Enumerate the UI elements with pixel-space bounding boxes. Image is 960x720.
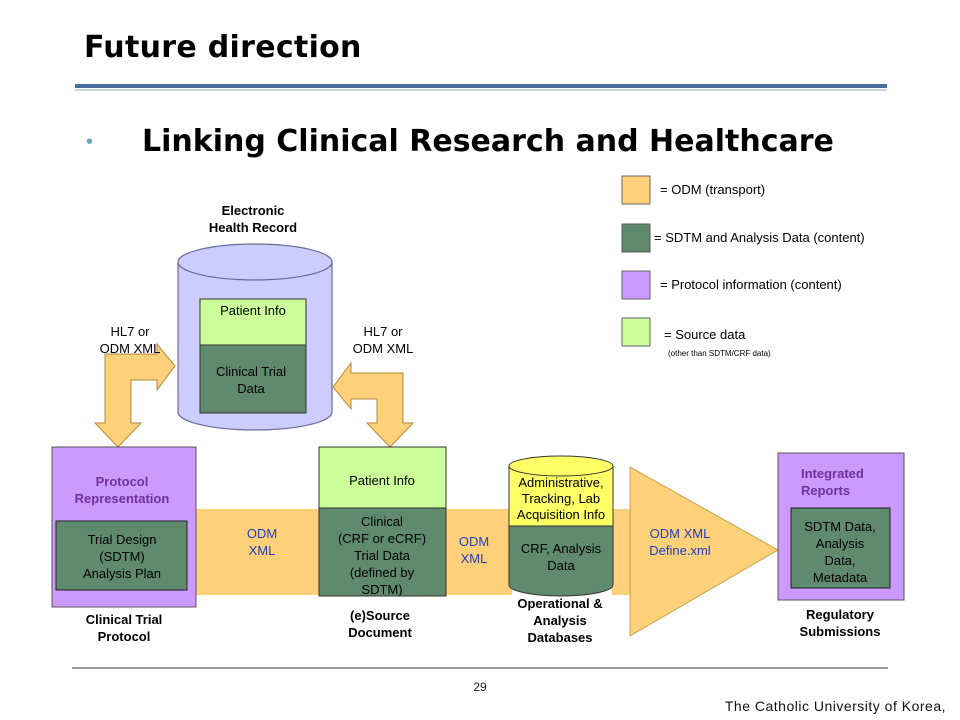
legend-swatch-sdtm — [621, 223, 651, 253]
legend: = ODM (transport) = SDTM and Analysis Da… — [621, 175, 865, 358]
db-caption-line3: Databases — [527, 630, 592, 645]
hl7-left-line2: ODM XML — [100, 341, 161, 356]
db-body-bottom — [508, 525, 614, 597]
db-top-line1: Administrative, — [518, 475, 603, 490]
ehr-clinical-line1: Clinical Trial — [216, 364, 286, 379]
ehr-patient-info-box — [199, 298, 307, 346]
reports-inner — [790, 507, 891, 589]
slide-subtitle: Linking Clinical Research and Healthcare — [142, 124, 834, 159]
protocol-inner-line1: Trial Design — [88, 532, 157, 547]
left-exchange-arrow — [93, 342, 176, 448]
ehr-title-line2: Health Record — [209, 220, 297, 235]
bullet-dot: • — [86, 131, 94, 153]
protocol-inner-line3: Analysis Plan — [83, 566, 161, 581]
page-number: 29 — [473, 680, 487, 694]
db-top-line3: Acquisition Info — [517, 507, 605, 522]
legend-label-protocol: = Protocol information (content) — [660, 277, 842, 292]
reports-inner-line4: Metadata — [813, 570, 868, 585]
source-line1: Clinical — [361, 514, 403, 529]
odm-label-3a: ODM XML — [650, 526, 711, 541]
flow-band-3 — [612, 509, 632, 595]
odm-label-2b: XML — [461, 551, 488, 566]
source-line3: Trial Data — [354, 548, 411, 563]
slide-title: Future direction — [84, 30, 362, 65]
source-caption-line2: Document — [348, 625, 412, 640]
legend-label-sdtm: = SDTM and Analysis Data (content) — [654, 230, 865, 245]
source-line5: SDTM) — [361, 582, 402, 597]
legend-label-odm: = ODM (transport) — [660, 182, 765, 197]
reports-caption-line1: Regulatory — [806, 607, 875, 622]
protocol-caption-line2: Protocol — [98, 629, 151, 644]
reports-inner-line1: SDTM Data, — [804, 519, 876, 534]
reports-title-line2: Reports — [801, 483, 850, 498]
ehr-title-line1: Electronic — [222, 203, 285, 218]
title-underline — [75, 84, 887, 88]
reports-inner-line3: Data, — [824, 553, 855, 568]
db-top-line2: Tracking, Lab — [522, 491, 600, 506]
odm-label-1b: XML — [249, 543, 276, 558]
integrated-reports-box — [777, 452, 905, 601]
ehr-clinical-line2: Data — [237, 381, 265, 396]
protocol-box — [51, 446, 197, 608]
odm-flow-arrow — [196, 466, 780, 637]
source-line4: (defined by — [350, 565, 415, 580]
reports-inner-line2: Analysis — [816, 536, 865, 551]
protocol-title-line2: Representation — [75, 491, 170, 506]
odm-label-3b: Define.xml — [649, 543, 711, 558]
ehr-cylinder-top — [177, 243, 333, 281]
protocol-inner — [55, 520, 188, 591]
source-caption-line1: (e)Source — [350, 608, 410, 623]
db-bottom-line1: CRF, Analysis — [521, 541, 602, 556]
ehr-clinical-trial-box — [199, 344, 307, 414]
legend-source-note: (other than SDTM/CRF data) — [668, 349, 771, 358]
hl7-right-line1: HL7 or — [363, 324, 403, 339]
ehr-patient-info: Patient Info — [220, 303, 286, 318]
source-patient-info: Patient Info — [349, 473, 415, 488]
institution-name: The Catholic University of Korea, — [724, 698, 946, 714]
flow-arrowhead — [629, 466, 780, 637]
db-caption-line2: Analysis — [533, 613, 586, 628]
databases-cylinder — [508, 455, 614, 597]
db-cylinder-top — [508, 455, 614, 477]
odm-label-1a: ODM — [247, 526, 277, 541]
hl7-right-line2: ODM XML — [353, 341, 414, 356]
protocol-title-line1: Protocol — [96, 474, 149, 489]
flow-band-1 — [196, 509, 320, 595]
odm-label-2a: ODM — [459, 534, 489, 549]
db-bottom-line2: Data — [547, 558, 575, 573]
right-exchange-arrow — [332, 361, 415, 448]
protocol-caption-line1: Clinical Trial — [86, 612, 163, 627]
db-caption-line1: Operational & — [517, 596, 602, 611]
source-clinical-box — [318, 507, 447, 597]
source-line2: (CRF or eCRF) — [338, 531, 426, 546]
hl7-left-line1: HL7 or — [110, 324, 150, 339]
legend-label-source: = Source data — [664, 327, 746, 342]
ehr-cylinder — [177, 243, 333, 431]
legend-swatch-source — [621, 317, 651, 347]
legend-swatch-protocol — [621, 270, 651, 300]
source-document — [318, 446, 447, 597]
reports-title-line1: Integrated — [801, 466, 864, 481]
flow-band-2 — [446, 509, 512, 595]
legend-swatch-odm — [621, 175, 651, 205]
reports-caption-line2: Submissions — [800, 624, 881, 639]
footer-divider — [72, 667, 888, 669]
protocol-inner-line2: (SDTM) — [99, 549, 145, 564]
title-underline-shadow — [75, 89, 887, 91]
